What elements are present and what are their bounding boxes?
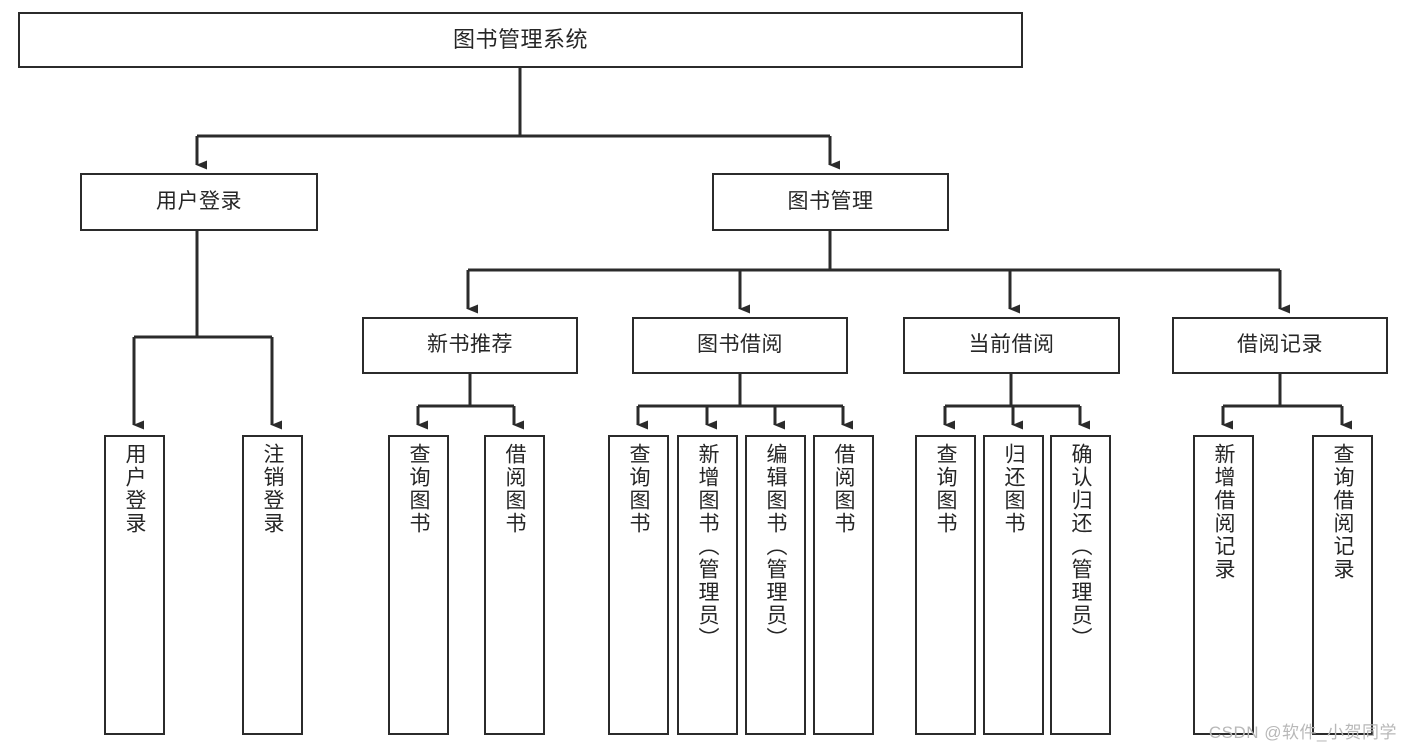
node-label: 查询图书 xyxy=(407,443,430,535)
node-new-book-recommend[interactable]: 新书推荐 xyxy=(362,317,578,374)
leaf-add-book-admin[interactable]: 新增图书（管理员） xyxy=(677,435,738,735)
leaf-query-book-borrow[interactable]: 查询图书 xyxy=(608,435,669,735)
node-book-management[interactable]: 图书管理 xyxy=(712,173,949,231)
leaf-query-book-current[interactable]: 查询图书 xyxy=(915,435,976,735)
node-label: 查询图书 xyxy=(627,443,650,535)
node-current-borrow[interactable]: 当前借阅 xyxy=(903,317,1120,374)
node-root-system[interactable]: 图书管理系统 xyxy=(18,12,1023,68)
leaf-query-borrow-record[interactable]: 查询借阅记录 xyxy=(1312,435,1373,735)
node-label: 当前借阅 xyxy=(968,333,1055,357)
node-label: 注销登录 xyxy=(261,443,284,535)
node-label: 用户登录 xyxy=(156,189,242,213)
node-user-login[interactable]: 用户登录 xyxy=(80,173,318,231)
node-label: 新增图书（管理员） xyxy=(696,443,719,650)
node-label: 新增借阅记录 xyxy=(1212,443,1235,581)
leaf-return-book[interactable]: 归还图书 xyxy=(983,435,1044,735)
node-label: 图书管理系统 xyxy=(452,27,588,53)
node-label: 借阅图书 xyxy=(832,443,855,535)
leaf-edit-book-admin[interactable]: 编辑图书（管理员） xyxy=(745,435,806,735)
node-label: 确认归还（管理员） xyxy=(1069,443,1092,650)
leaf-logout[interactable]: 注销登录 xyxy=(242,435,303,735)
node-label: 归还图书 xyxy=(1002,443,1025,535)
node-label: 查询图书 xyxy=(934,443,957,535)
leaf-add-borrow-record[interactable]: 新增借阅记录 xyxy=(1193,435,1254,735)
node-label: 编辑图书（管理员） xyxy=(764,443,787,650)
node-borrow-record[interactable]: 借阅记录 xyxy=(1172,317,1388,374)
leaf-confirm-return-admin[interactable]: 确认归还（管理员） xyxy=(1050,435,1111,735)
csdn-watermark: CSDN @软件_小贺同学 xyxy=(1208,723,1397,742)
node-book-borrow[interactable]: 图书借阅 xyxy=(632,317,848,374)
leaf-user-login[interactable]: 用户登录 xyxy=(104,435,165,735)
node-label: 图书借阅 xyxy=(697,333,783,357)
node-label: 用户登录 xyxy=(123,443,146,535)
leaf-query-book-recommend[interactable]: 查询图书 xyxy=(388,435,449,735)
node-label: 查询借阅记录 xyxy=(1331,443,1354,581)
leaf-borrow-book[interactable]: 借阅图书 xyxy=(813,435,874,735)
leaf-borrow-book-recommend[interactable]: 借阅图书 xyxy=(484,435,545,735)
node-label: 借阅记录 xyxy=(1237,333,1323,357)
node-label: 图书管理 xyxy=(787,189,874,213)
node-label: 新书推荐 xyxy=(427,333,513,357)
node-label: 借阅图书 xyxy=(503,443,526,535)
